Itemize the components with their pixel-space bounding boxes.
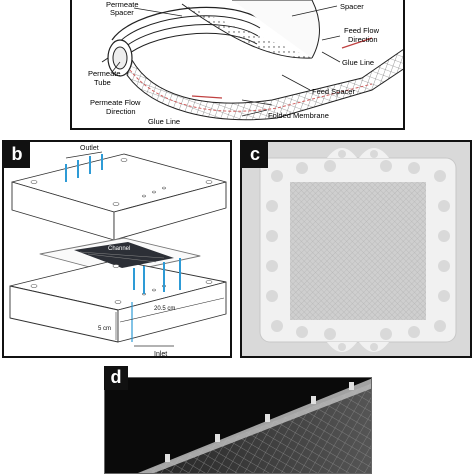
- gasket-drawing: [259, 148, 457, 352]
- gasket-bolt-holes: [266, 150, 450, 351]
- rolled-membrane-layers: [111, 0, 320, 59]
- height-label: 5 cm: [98, 326, 111, 332]
- panel-c-label: c: [242, 142, 268, 168]
- permeate-spacer-label-2: Spacer: [110, 8, 134, 17]
- top-block-side-face: [113, 181, 227, 241]
- feed-flow-arrow: [341, 37, 373, 49]
- feed-flow-direction-label-2: Direction: [348, 35, 378, 44]
- panel-b-label: b: [4, 142, 30, 168]
- panel-c-gasket-photo: c: [240, 140, 472, 358]
- feed-spacer-label: Feed Spacer: [312, 87, 355, 96]
- feed-flow-direction-label-1: Feed Flow: [344, 26, 380, 35]
- inlet-ports: [133, 258, 181, 294]
- spacer-photo-drawing: [137, 378, 371, 473]
- panel-d-label: d: [104, 366, 128, 390]
- bottom-block-side-face: [117, 281, 227, 343]
- folded-membrane-label: Folded Membrane: [268, 111, 329, 120]
- rail-pins: [165, 382, 354, 462]
- outlet-ports: [65, 154, 103, 182]
- panel-d-spacer-photo: [104, 377, 372, 474]
- feed-spacer-sheet: [126, 49, 403, 121]
- permeate-spacer-label-1: Permeate: [106, 0, 139, 9]
- width-label: 20.5 cm: [154, 306, 175, 312]
- flow-cell-drawing: Outlet Channel 20.5 cm 5 cm Inlet: [9, 145, 227, 358]
- permeate-flow-direction-label-1: Permeate Flow: [90, 98, 141, 107]
- outlet-bracket: [65, 151, 103, 159]
- permeate-tube-label-1: Permeate: [88, 69, 121, 78]
- permeate-tube: [101, 39, 133, 77]
- panel-b-flow-cell-exploded: b: [2, 140, 232, 358]
- top-bolt-holes: [30, 158, 213, 206]
- permeate-flow-direction-label-2: Direction: [106, 107, 136, 116]
- leader-lines: [111, 5, 341, 117]
- spacer-label: Spacer: [340, 2, 364, 11]
- permeate-flow-arrow: [191, 95, 223, 99]
- inlet-label: Inlet: [154, 351, 167, 358]
- spiral-module-drawing: Permeate Spacer Spacer Feed Flow Directi…: [88, 0, 403, 126]
- permeate-tube-label-2: Tube: [94, 78, 111, 87]
- bottom-bolt-holes: [30, 264, 213, 304]
- glue-line-right-label: Glue Line: [342, 58, 374, 67]
- panel-a-spiral-wound-module: Permeate Spacer Spacer Feed Flow Directi…: [70, 0, 405, 130]
- glue-line-bottom-label: Glue Line: [148, 117, 180, 126]
- channel-label: Channel: [108, 246, 130, 252]
- outlet-label: Outlet: [80, 145, 99, 152]
- width-dimension-line: [119, 297, 225, 323]
